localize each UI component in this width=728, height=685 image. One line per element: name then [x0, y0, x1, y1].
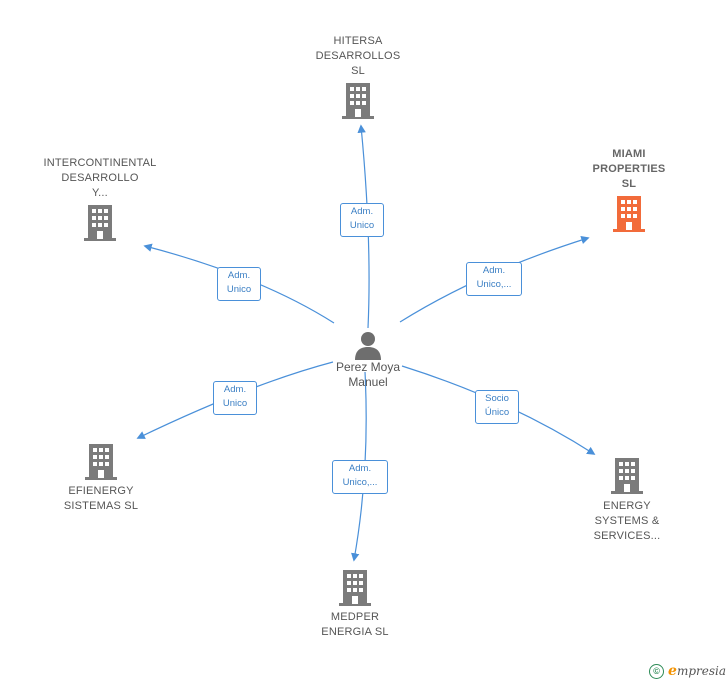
company-name: INTERCONTINENTAL DESARROLLO Y...	[43, 157, 157, 199]
relation-label-medper: Adm. Unico,...	[332, 460, 388, 494]
company-node-energy[interactable]: ENERGY SYSTEMS & SERVICES...	[572, 458, 682, 544]
relation-label-energy: Socio Único	[475, 390, 519, 424]
building-icon	[84, 205, 116, 241]
company-name: HITERSA DESARROLLOS SL	[315, 35, 401, 77]
footer-watermark: © empresia	[649, 663, 726, 679]
company-node-medper[interactable]: MEDPER ENERGIA SL	[300, 570, 410, 640]
company-name: MIAMI PROPERTIES SL	[592, 148, 666, 190]
building-icon	[611, 458, 643, 494]
person-icon	[355, 332, 381, 360]
relation-label-hitersa: Adm. Unico	[340, 203, 384, 237]
building-icon	[85, 444, 117, 480]
brand-logo: empresia	[668, 663, 726, 679]
relation-label-miami: Adm. Unico,...	[466, 262, 522, 296]
company-node-miami[interactable]: MIAMI PROPERTIES SL	[574, 147, 684, 232]
company-name: ENERGY SYSTEMS & SERVICES...	[593, 500, 661, 542]
company-node-hitersa[interactable]: HITERSA DESARROLLOS SL	[300, 34, 416, 119]
building-icon	[342, 83, 374, 119]
company-node-intercontinental[interactable]: INTERCONTINENTAL DESARROLLO Y...	[36, 156, 164, 241]
copyright-icon: ©	[649, 663, 665, 679]
company-name: EFIENERGY SISTEMAS SL	[63, 485, 139, 512]
company-node-efienergy[interactable]: EFIENERGY SISTEMAS SL	[46, 444, 156, 514]
building-icon	[613, 196, 645, 232]
person-node[interactable]: Perez Moya Manuel	[318, 330, 418, 390]
person-name: Perez Moya Manuel	[335, 360, 401, 389]
building-icon	[339, 570, 371, 606]
relation-label-efienergy: Adm. Unico	[213, 381, 257, 415]
company-name: MEDPER ENERGIA SL	[321, 611, 389, 638]
relation-label-intercontinental: Adm. Unico	[217, 267, 261, 301]
